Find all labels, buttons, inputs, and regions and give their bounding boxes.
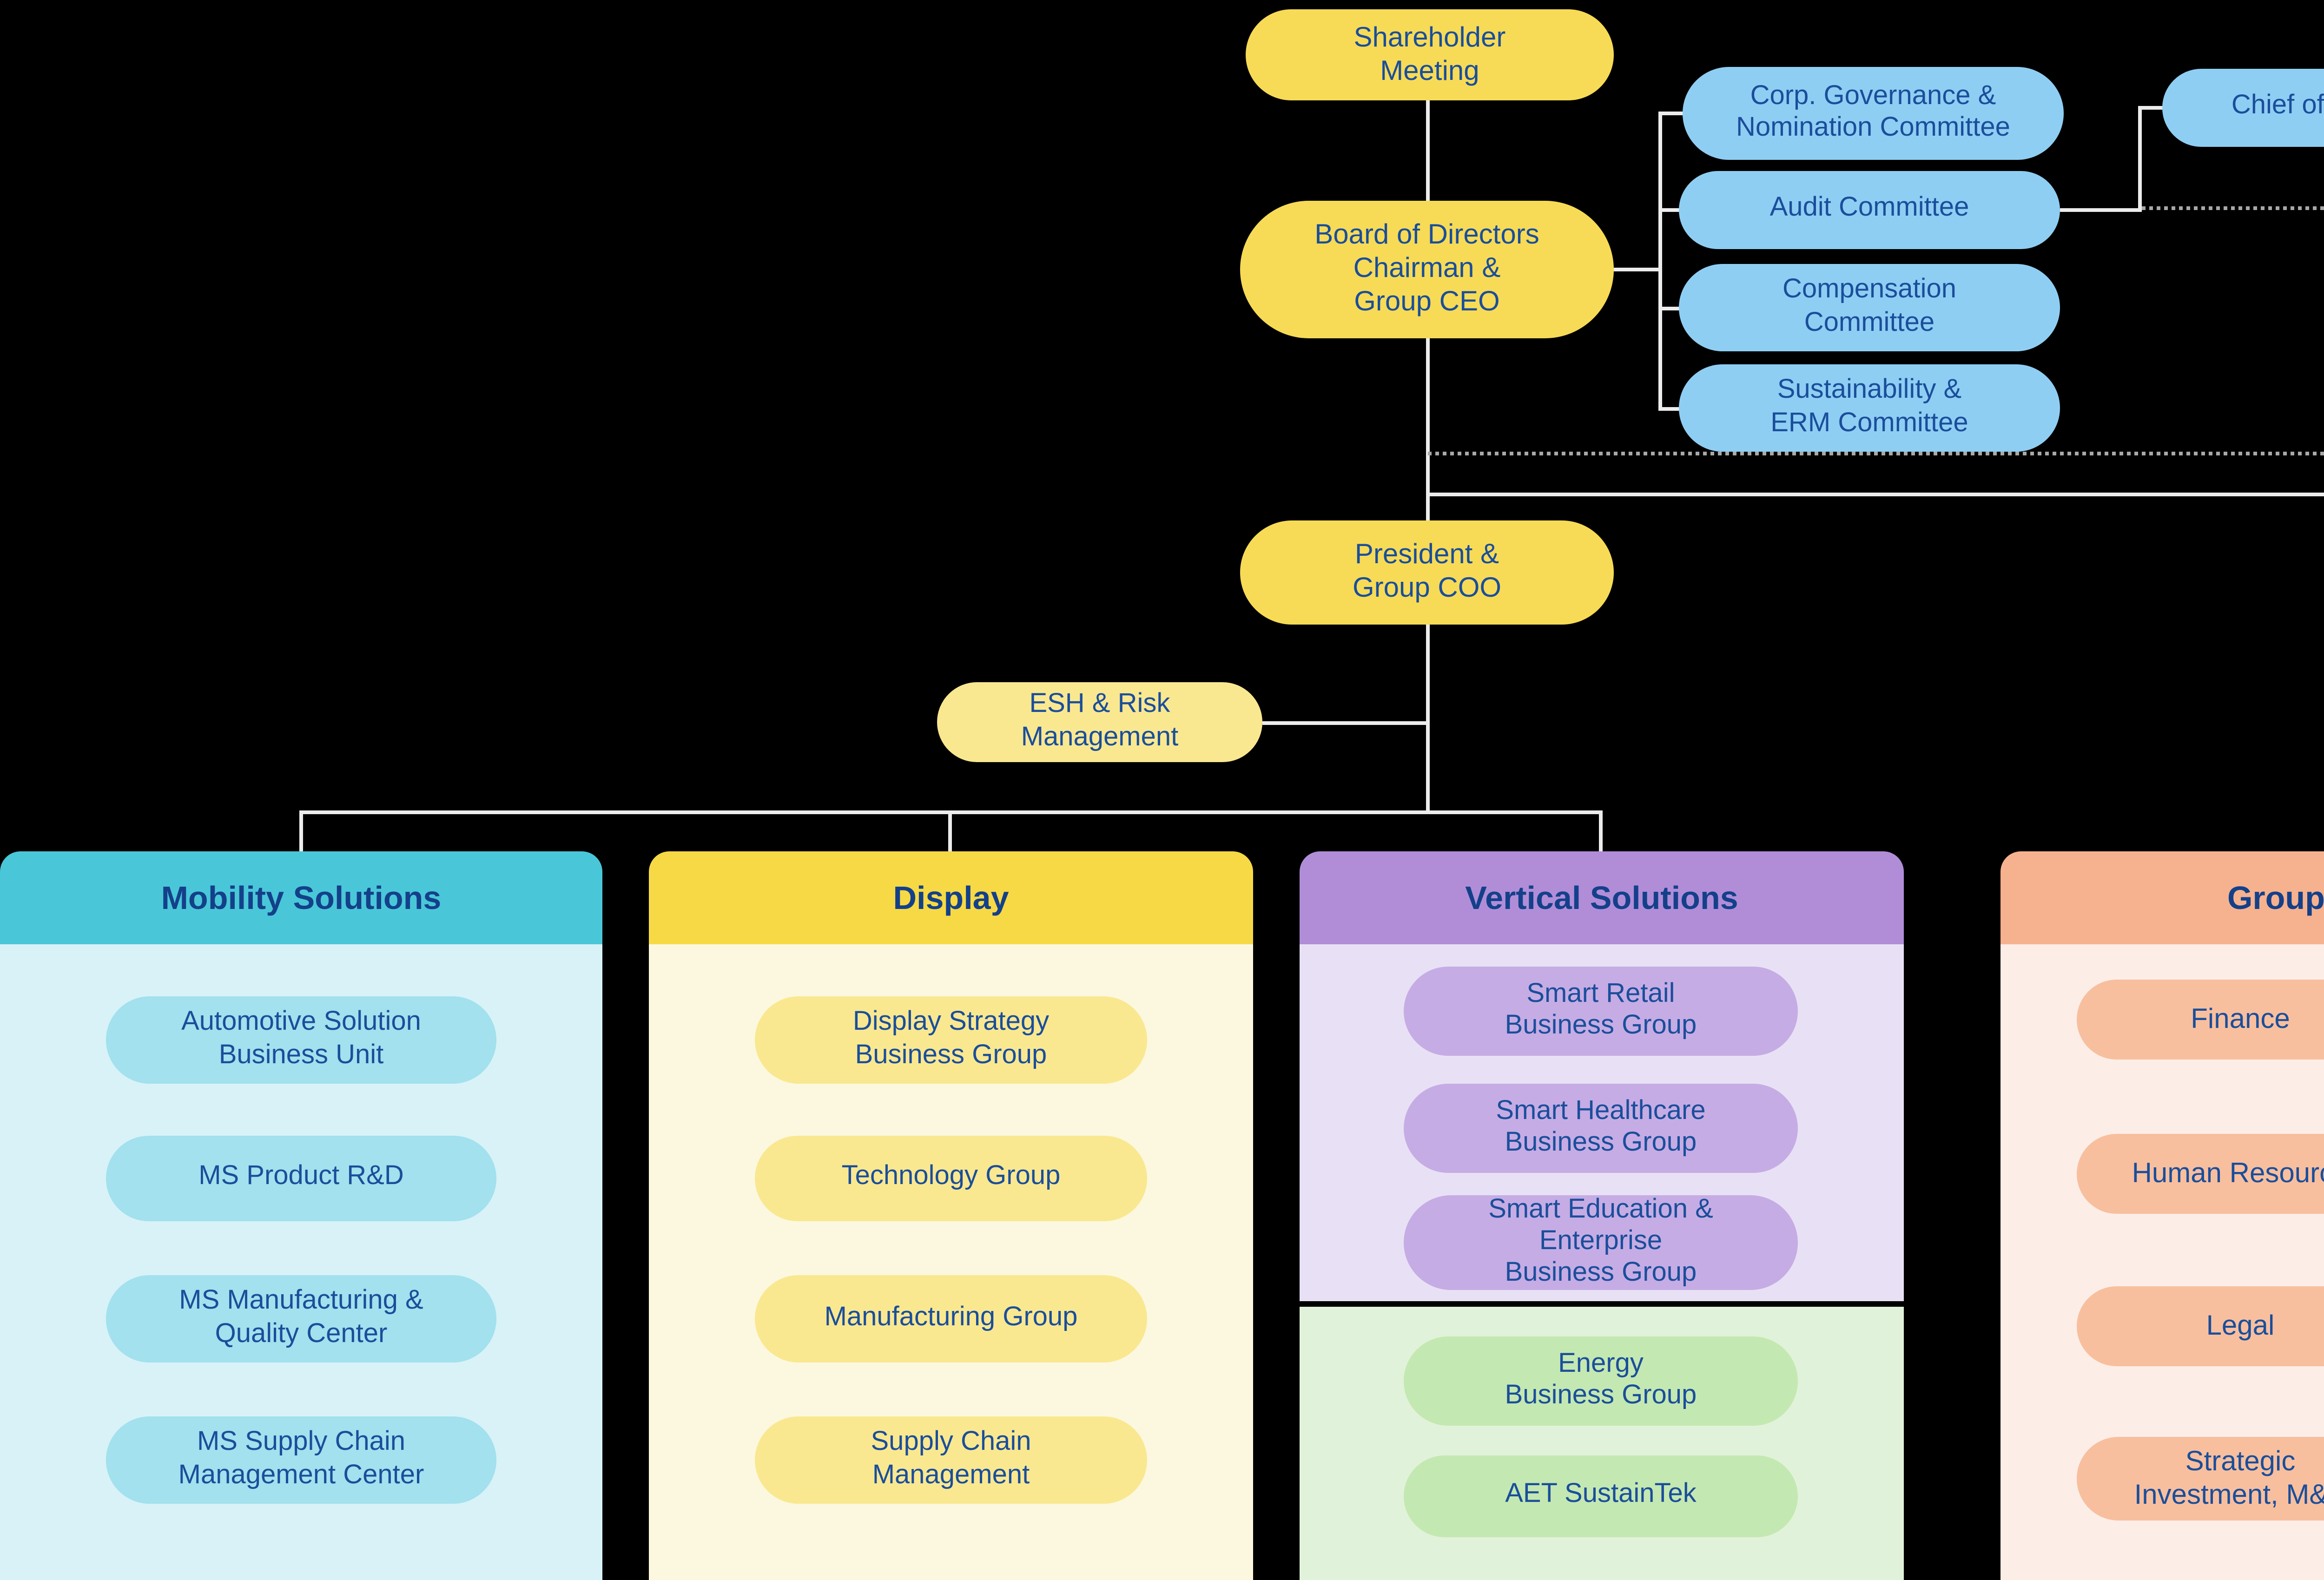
node-manufacturing-group: Manufacturing Group	[755, 1275, 1147, 1363]
mobility-header: Mobility Solutions	[0, 851, 602, 944]
dotted-connector-chief-board	[1428, 452, 2324, 455]
giu-header: Group Infrastructure Unit	[2000, 851, 2324, 944]
connector-president-down	[1425, 625, 1429, 812]
connector-drop-vertical	[1599, 810, 1603, 851]
connector-shareholder-board	[1425, 100, 1429, 201]
connector-committee-stub	[1658, 208, 1681, 212]
connector-giu	[1426, 493, 2324, 496]
node-board-of-directors: Board of Directors Chairman & Group CEO	[1240, 201, 1614, 338]
vertical-solutions-header: Vertical Solutions	[1300, 851, 1904, 944]
node-ms-product-rd: MS Product R&D	[106, 1136, 496, 1221]
node-corp-governance-committee: Corp. Governance & Nomination Committee	[1683, 67, 2064, 160]
node-ms-supply-chain: MS Supply Chain Management Center	[106, 1416, 496, 1504]
node-compensation-committee: Compensation Committee	[1679, 264, 2060, 351]
dotted-connector-audit-auditing	[2142, 206, 2324, 210]
connector-committee-spine	[1658, 112, 1662, 409]
node-ms-manufacturing-quality: MS Manufacturing & Quality Center	[106, 1275, 496, 1363]
connector-audit-chief	[2138, 106, 2142, 212]
node-finance: Finance	[2077, 980, 2324, 1060]
node-smart-retail: Smart Retail Business Group	[1404, 967, 1798, 1056]
node-legal: Legal	[2077, 1286, 2324, 1366]
node-energy-business-group: Energy Business Group	[1404, 1336, 1798, 1426]
node-aet-sustaintek: AET SustainTek	[1404, 1455, 1798, 1537]
connector-committee-stub	[1658, 406, 1681, 410]
node-audit-committee: Audit Committee	[1679, 171, 2060, 249]
node-president-coo: President & Group COO	[1240, 520, 1614, 625]
connector-drop-display	[948, 810, 952, 851]
connector-board-president	[1425, 338, 1429, 520]
connector-audit-chief	[2060, 208, 2142, 212]
node-automotive-solution: Automotive Solution Business Unit	[106, 996, 496, 1084]
node-esh-risk-management: ESH & Risk Management	[937, 682, 1262, 762]
node-smart-education-enterprise: Smart Education & Enterprise Business Gr…	[1404, 1195, 1798, 1290]
node-human-resource: Human Resource	[2077, 1134, 2324, 1214]
node-supply-chain-management: Supply Chain Management	[755, 1416, 1147, 1504]
node-sustainability-erm-committee: Sustainability & ERM Committee	[1679, 364, 2060, 452]
node-display-strategy: Display Strategy Business Group	[755, 996, 1147, 1084]
node-technology-group: Technology Group	[755, 1136, 1147, 1221]
connector-esh	[1262, 720, 1428, 724]
node-strategic-investment: Strategic Investment, M&A	[2077, 1437, 2324, 1521]
display-header: Display	[649, 851, 1253, 944]
connector-audit-chief	[2138, 106, 2164, 110]
node-chief-of-compliance: Chief of Compliance	[2162, 69, 2324, 147]
node-shareholder-meeting: Shareholder Meeting	[1246, 9, 1614, 100]
connector-committee-stub	[1658, 306, 1681, 309]
connector-drop-mobility	[299, 810, 303, 851]
connector-committee-stub	[1658, 112, 1684, 115]
node-smart-healthcare: Smart Healthcare Business Group	[1404, 1084, 1798, 1173]
connector-board-committees	[1614, 267, 1660, 270]
